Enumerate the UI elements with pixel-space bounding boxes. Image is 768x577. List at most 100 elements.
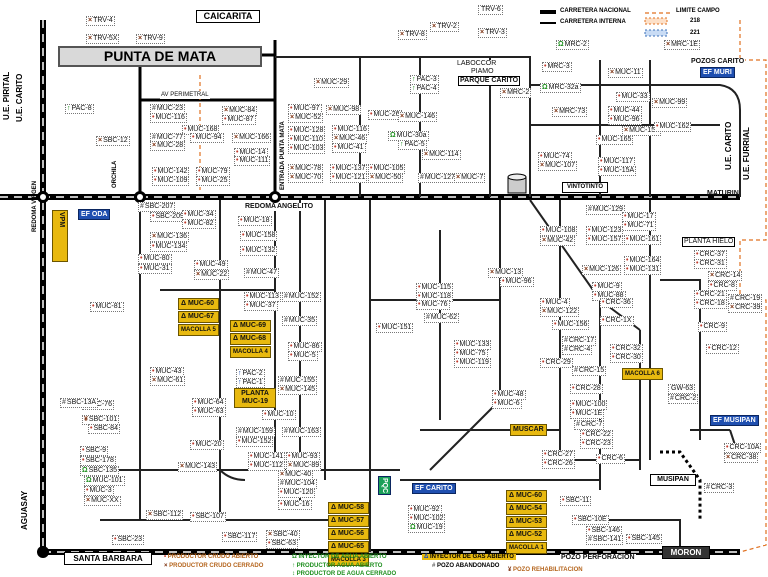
well-label: •CRC-18 — [694, 299, 727, 309]
well-label: ×MUC-122 — [540, 307, 580, 317]
well-label: ×MUC-143 — [178, 462, 218, 472]
well-name: MUC-17 — [627, 213, 654, 220]
station-ef-musipan: EF MUSIPAN — [710, 415, 759, 426]
well-marker-icon: × — [542, 308, 547, 315]
well-label: •SBC-117 — [222, 532, 258, 542]
well-label: ↑PAC-5 — [398, 140, 427, 150]
well-label: ×CRC-39 — [728, 303, 763, 313]
well-name: SBC-63 — [271, 540, 296, 547]
well-name: MUC-133 — [459, 341, 490, 348]
well-name: MUC-137 — [335, 165, 366, 172]
legend-limite-campo: LIMITE CAMPO — [676, 8, 720, 14]
well-name: MUC-20 — [195, 441, 222, 448]
place-musipan: MUSIPAN — [650, 474, 696, 486]
well-marker-icon: • — [602, 317, 605, 324]
well-marker-icon: Ω — [558, 41, 564, 48]
well-marker-icon: Ω — [390, 132, 396, 139]
well-label: •CRC-30 — [610, 353, 643, 363]
well-name: MUC-13 — [495, 269, 522, 276]
well-label: ΩSBC-135 — [80, 466, 120, 476]
well-marker-icon: • — [572, 401, 575, 408]
well-name: MUC-44 — [613, 107, 640, 114]
well-name: MUC-168 — [187, 126, 218, 133]
well-marker-icon: • — [554, 321, 557, 328]
well-label: •MUC-76 — [416, 300, 450, 310]
legend-item: × PRODUCTOR CRUDO CERRADO — [164, 563, 263, 569]
well-label: •MUC-165 — [596, 135, 634, 145]
well-name: MUC-143 — [185, 463, 216, 470]
well-marker-icon: # — [426, 314, 430, 321]
well-name: CRC-23 — [585, 440, 611, 447]
well-label: ×MUC-28 — [150, 141, 186, 151]
well-label: •MUC-3 — [84, 486, 114, 496]
well-name: MUC-50 — [375, 174, 402, 181]
well-marker-icon: × — [290, 165, 295, 172]
well-name: MUC-82 — [187, 220, 214, 227]
well-label: •MUC-103 — [288, 144, 326, 154]
legend-label: POZO REHABILITACION — [513, 567, 583, 573]
well-marker-icon: × — [86, 497, 91, 504]
legend-item: # POZO ABANDONADO — [432, 563, 499, 569]
legend-item: • PRODUCTOR CRUDO ABIERTO — [164, 554, 258, 560]
well-label: #CRC-15 — [572, 366, 607, 376]
well-marker-icon: # — [576, 421, 580, 428]
well-name: CRC-30 — [615, 354, 641, 361]
well-name: MUC-108 — [545, 227, 576, 234]
well-label: #MUC-127 — [418, 173, 457, 183]
well-name: MRC-2 — [564, 41, 587, 48]
well-label: ×CRC-14 — [708, 271, 743, 281]
well-name: MUC-62 — [430, 314, 457, 321]
well-marker-icon: • — [626, 257, 629, 264]
well-label: •MUC-111 — [234, 156, 271, 166]
well-name: MUC-104 — [284, 480, 315, 487]
well-name: MUC-146 — [405, 113, 436, 120]
well-name: MUC-116 — [155, 114, 185, 121]
page-title: PUNTA DE MATA — [58, 46, 262, 67]
well-name: SBC-10E — [577, 516, 607, 523]
well-label: •CRC-10A — [724, 443, 762, 453]
well-marker-icon: × — [234, 134, 239, 141]
gas-group-title: MACOLLA 6 — [622, 368, 663, 380]
well-label: ×MUC-146 — [398, 112, 438, 122]
well-name: MUC-155 — [284, 377, 315, 384]
well-marker-icon: • — [418, 284, 421, 291]
well-marker-icon: • — [90, 425, 93, 432]
well-marker-icon: • — [240, 217, 243, 224]
well-marker-icon: × — [224, 107, 229, 114]
well-label: ×MRC-1E — [664, 40, 700, 50]
well-marker-icon: • — [656, 123, 659, 130]
well-name: MUC-3 — [89, 487, 112, 494]
place-moron: MORON — [662, 546, 710, 559]
well-label: •MUC-162 — [654, 122, 692, 132]
well-marker-icon: • — [242, 247, 245, 254]
well-label: •MUC-96 — [500, 277, 534, 287]
legend-lines — [540, 10, 670, 37]
well-label: #MUC-62 — [424, 313, 459, 323]
well-name: CRC-22 — [585, 431, 611, 438]
well-name: CRC-19 — [734, 295, 761, 302]
well-marker-icon: • — [370, 111, 373, 118]
well-name: MUC-71 — [627, 222, 654, 229]
gas-group-title: MACOLLA 5 — [178, 324, 219, 336]
well-label: #MUC-129 — [586, 205, 625, 215]
well-label: ×MUC-11 — [608, 68, 643, 78]
well-label: ×MUC-166 — [232, 133, 272, 143]
legend-item: Ω INYECTOR DE AGUA ABIERTO — [292, 554, 387, 560]
well-name: MUC-10 — [267, 411, 294, 418]
well-marker-icon: # — [284, 428, 288, 435]
well-name: CRC-15 — [578, 367, 605, 374]
well-label: •SBC-145 — [626, 534, 662, 544]
well-name: SBC-207 — [144, 203, 174, 210]
well-name: MUC-120 — [283, 489, 314, 496]
well-name: MUC-134 — [155, 243, 186, 250]
well-label: •MUC-33 — [616, 92, 650, 102]
well-marker-icon: × — [610, 69, 615, 76]
well-marker-icon: Ω — [82, 467, 88, 474]
well-marker-icon: • — [612, 354, 615, 361]
well-name: MUC-33 — [621, 93, 648, 100]
well-label: •MUC-112 — [248, 461, 285, 471]
well-marker-icon: × — [290, 174, 295, 181]
well-marker-icon: # — [706, 484, 710, 491]
well-marker-icon: # — [564, 337, 568, 344]
